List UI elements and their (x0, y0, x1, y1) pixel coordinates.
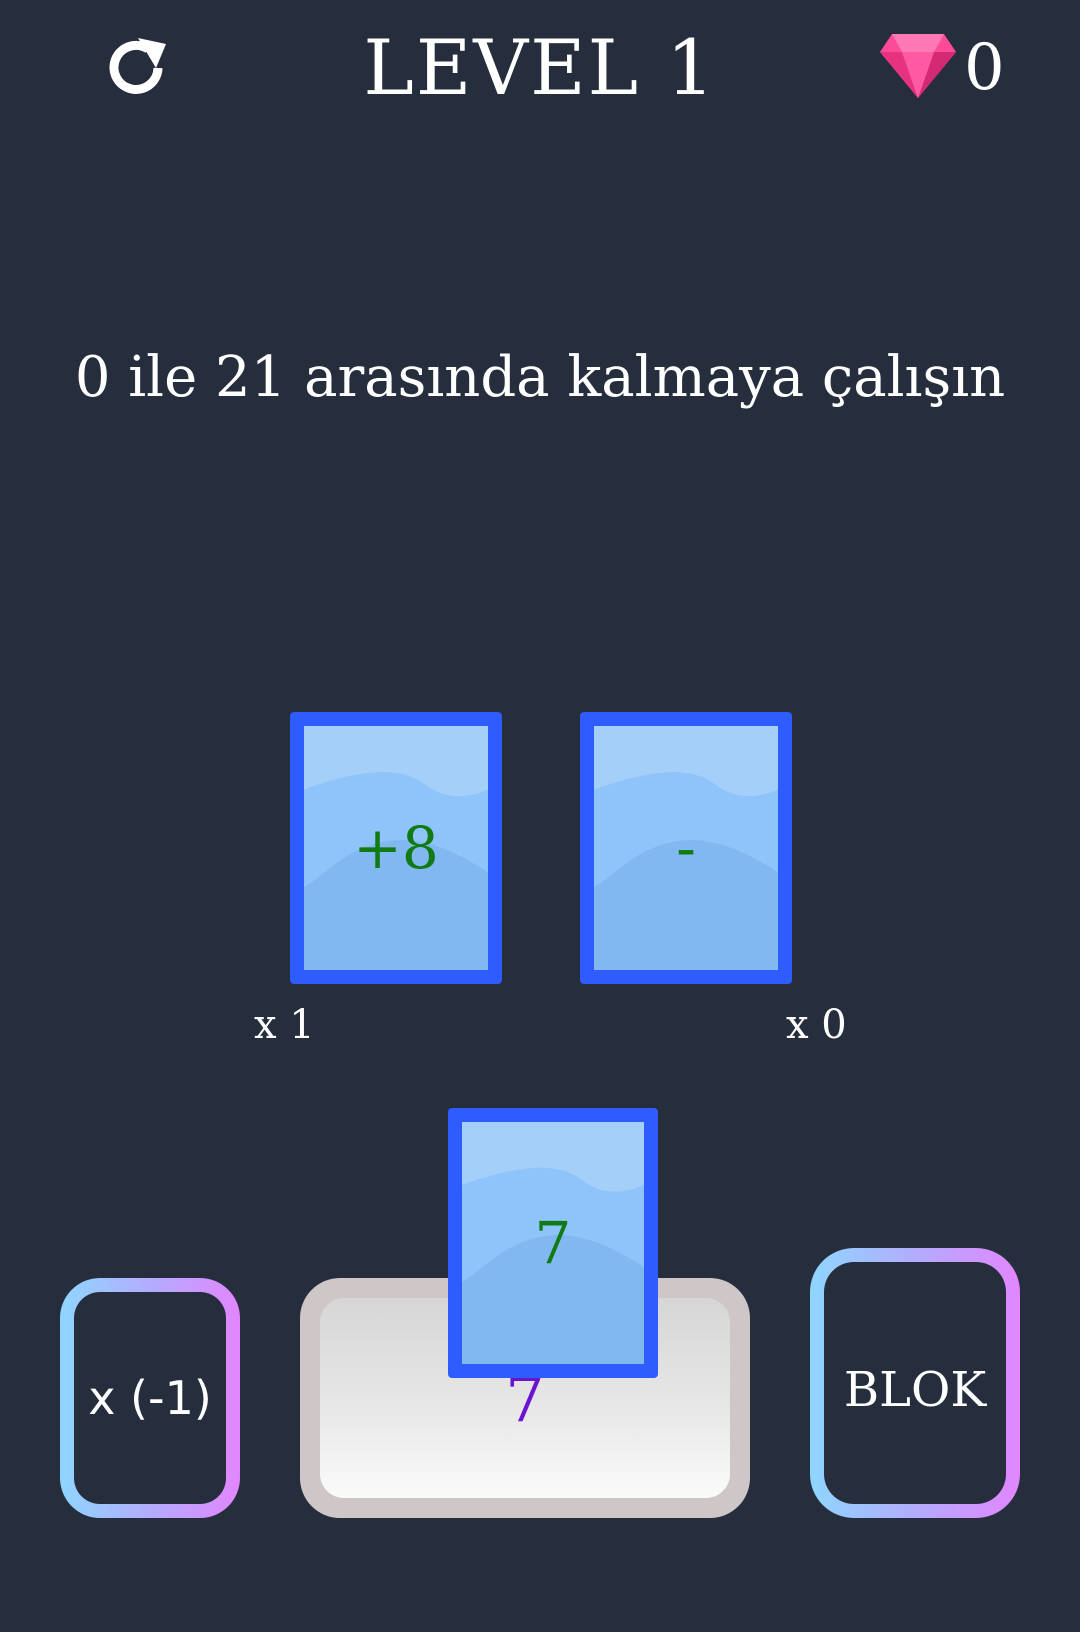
gem-icon (878, 32, 958, 100)
restart-button[interactable] (104, 34, 172, 102)
card-value: 7 (534, 1209, 572, 1277)
card-wave-background (462, 1122, 644, 1364)
card-value: +8 (353, 814, 439, 882)
gem-count: 0 (964, 31, 1005, 105)
card-wave-background (304, 726, 488, 970)
card-value: - (676, 814, 696, 882)
block-button[interactable]: BLOK (810, 1248, 1020, 1518)
block-label: BLOK (843, 1362, 987, 1418)
negate-label: x (-1) (88, 1371, 212, 1425)
instruction-text: 0 ile 21 arasında kalmaya çalışın (74, 345, 1006, 410)
restart-icon (109, 38, 166, 94)
level-title: LEVEL 1 (363, 23, 717, 112)
card-multiplier: x 0 (786, 1002, 847, 1048)
hand-card[interactable]: 7 (448, 1108, 658, 1378)
negate-button[interactable]: x (-1) (60, 1278, 240, 1518)
card-plus[interactable]: +8 (290, 712, 502, 984)
card-multiplier: x 1 (254, 1002, 315, 1048)
card-wave-background (594, 726, 778, 970)
card-minus[interactable]: - (580, 712, 792, 984)
